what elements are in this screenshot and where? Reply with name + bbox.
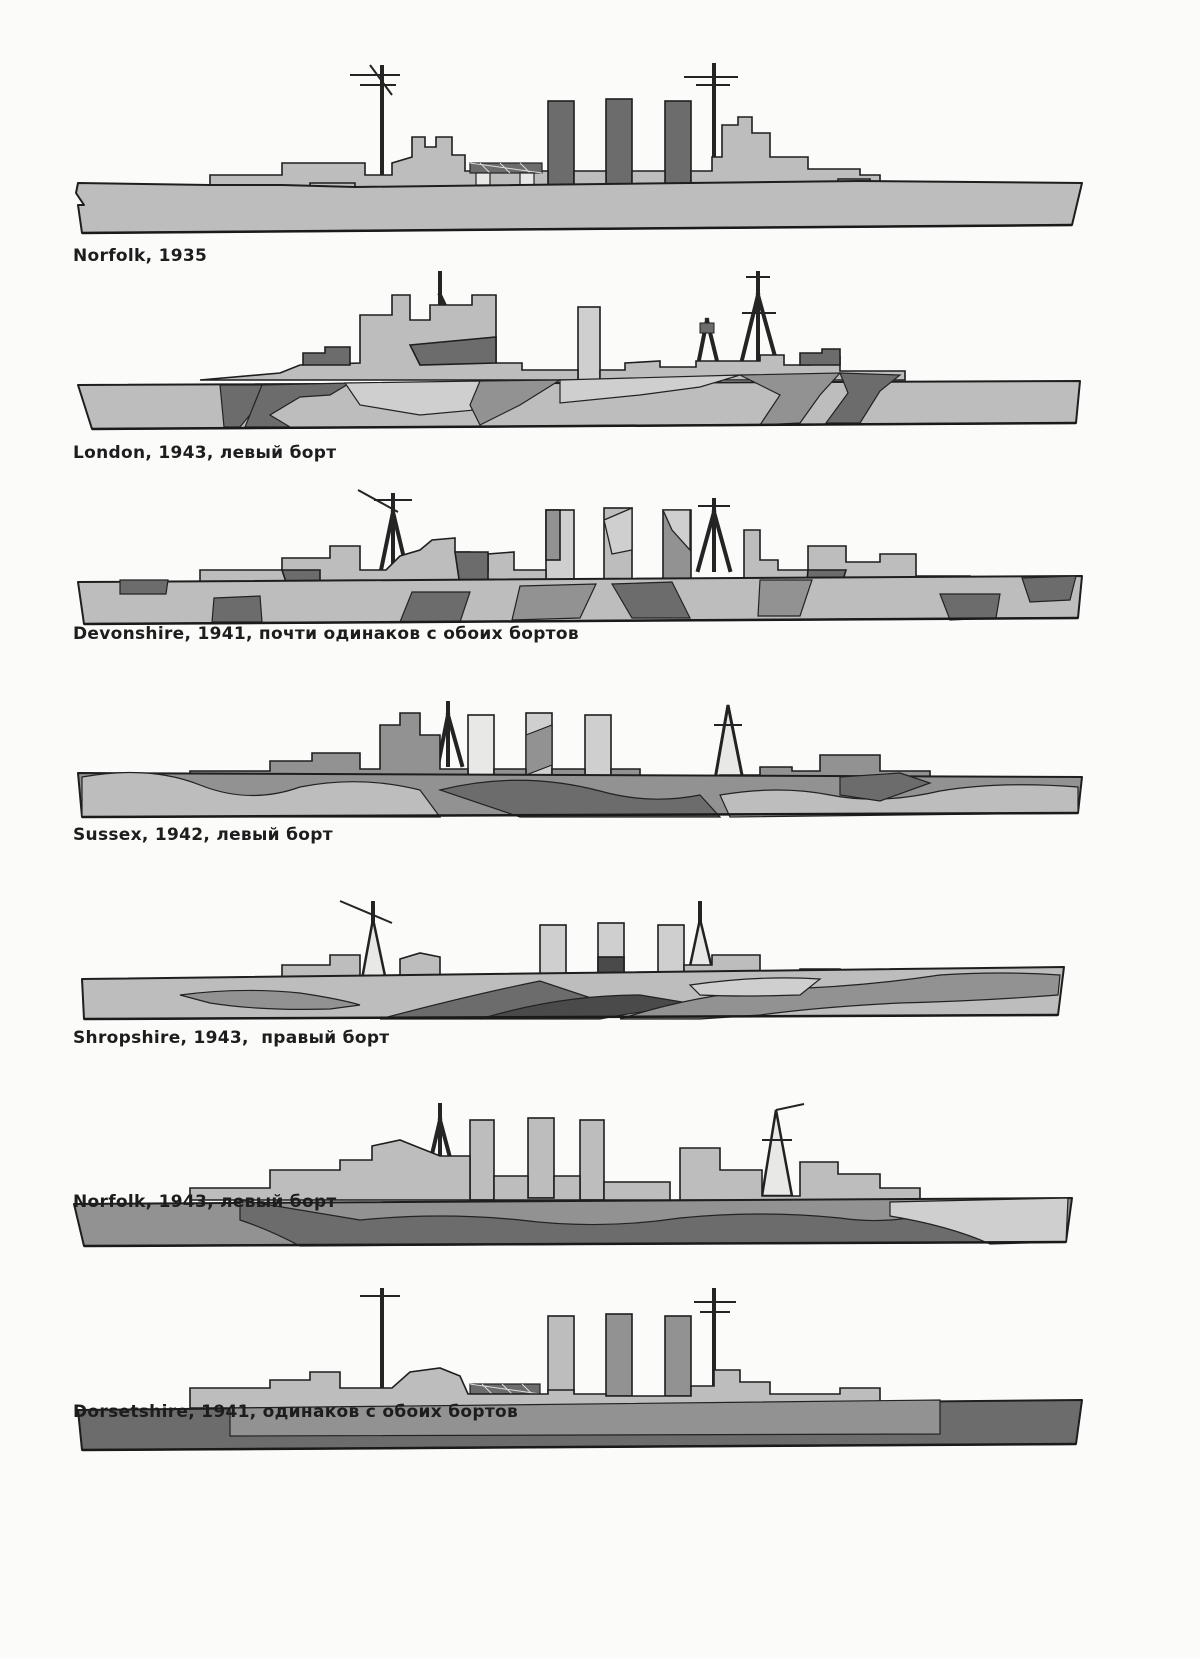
funnel-2	[605, 98, 633, 187]
funnel-3	[664, 1315, 692, 1397]
funnel-3	[584, 714, 612, 786]
superstructure	[189, 1139, 921, 1201]
funnel-1	[547, 1315, 575, 1397]
caption-devonshire-1941: Devonshire, 1941, почти одинаков с обоих…	[73, 624, 579, 644]
caption-norfolk-1943: Norfolk, 1943, левый борт	[73, 1192, 337, 1212]
foremast	[350, 64, 400, 177]
ship-profile-norfolk-1943: Norfolk, 1943, левый борт	[0, 1100, 1200, 1310]
ship-silhouette	[77, 1288, 1083, 1452]
ship-profile-london-1943: London, 1943, левый борт	[0, 265, 1200, 495]
mainmast	[760, 1103, 805, 1198]
ship-silhouette	[77, 489, 1083, 626]
funnel-1	[467, 714, 495, 786]
ship-profile-norfolk-1935: Norfolk, 1935	[0, 55, 1200, 266]
ship-profile-dorsetshire-1941: Dorsetshire, 1941, одинаков с обоих борт…	[0, 1288, 1200, 1490]
mainmast	[684, 63, 738, 172]
caption-london-1943: London, 1943, левый борт	[73, 443, 337, 463]
foremast	[435, 701, 465, 768]
hull	[75, 180, 1083, 234]
ship-profile-sussex-1942: Sussex, 1942, левый борт	[0, 695, 1200, 905]
mainmast	[712, 704, 746, 787]
superstructure	[199, 529, 971, 586]
funnel-1	[469, 1119, 495, 1201]
caption-norfolk-1935: Norfolk, 1935	[73, 246, 208, 266]
funnel-2	[527, 1117, 555, 1199]
ship-silhouette	[81, 900, 1065, 1021]
ship-silhouette	[73, 1103, 1073, 1248]
ship-profile-shropshire-1943: Shropshire, 1943, правый борт	[0, 895, 1200, 1105]
mainmast	[739, 271, 779, 363]
ship-profile-devonshire-1941: Devonshire, 1941, почти одинаков с обоих…	[0, 489, 1200, 695]
funnel-1	[547, 100, 575, 187]
superstructure	[189, 1367, 881, 1409]
caption-shropshire-1943: Shropshire, 1943, правый борт	[73, 1028, 390, 1048]
ship-silhouette	[77, 701, 1083, 819]
funnel-3	[664, 100, 692, 187]
funnel-3	[579, 1119, 605, 1201]
caption-dorsetshire-1941: Dorsetshire, 1941, одинаков с обоих борт…	[73, 1402, 519, 1422]
ship-silhouette	[75, 63, 1083, 235]
funnel-2	[605, 1313, 633, 1397]
foremast	[357, 489, 412, 578]
ship-silhouette	[77, 271, 1081, 431]
foremast	[360, 1288, 400, 1392]
caption-sussex-1942: Sussex, 1942, левый борт	[73, 825, 333, 845]
radar-tower	[695, 317, 721, 368]
mainmast	[695, 498, 733, 573]
